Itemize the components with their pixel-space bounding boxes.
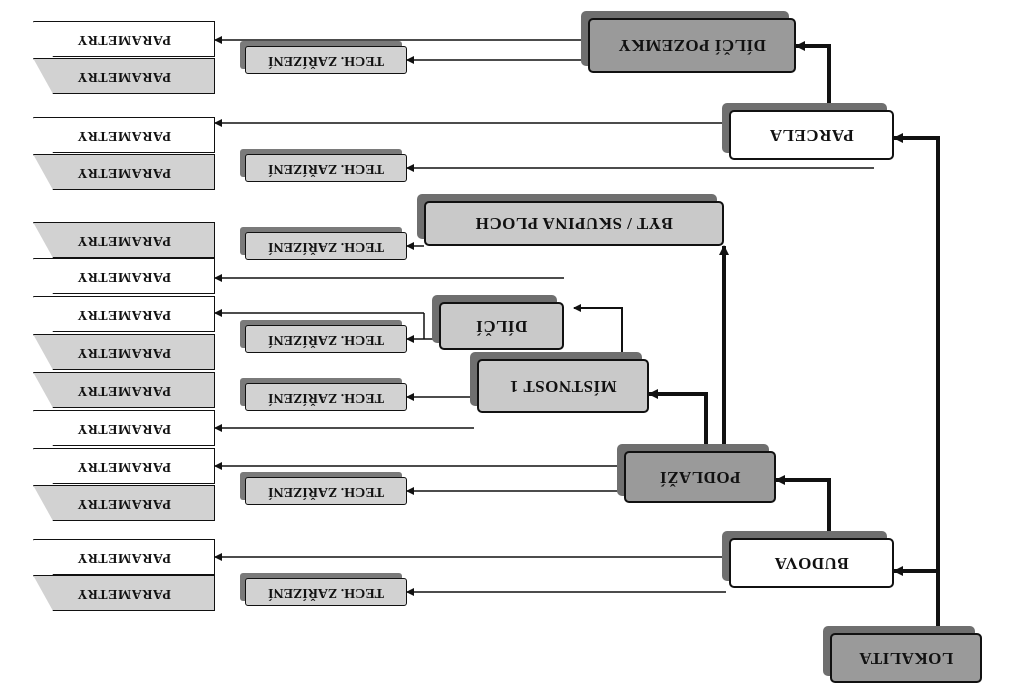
parametry-tab: PARAMETRY <box>33 21 215 57</box>
node-budova: BUDOVA <box>729 538 894 588</box>
tech-box-byt: TECH. ZAŘÍZENÍ <box>245 232 407 260</box>
parametry-tab: PARAMETRY <box>33 485 215 521</box>
node-parcela: PARCELA <box>729 110 894 160</box>
tech-box-dilci: TECH. ZAŘÍZENÍ <box>245 325 407 353</box>
parametry-tab: PARAMETRY <box>33 258 215 294</box>
parametry-tab: PARAMETRY <box>33 117 215 153</box>
node-podlazi: PODLAŽÍ <box>624 451 776 503</box>
tech-box-budova: TECH. ZAŘÍZENÍ <box>245 578 407 606</box>
parametry-tab: PARAMETRY <box>33 575 215 611</box>
tech-box-mistnost: TECH. ZAŘÍZENÍ <box>245 383 407 411</box>
node-mistnost: MÍSTNOST 1 <box>477 359 649 413</box>
parametry-tab: PARAMETRY <box>33 448 215 484</box>
node-dilci: DÍLČÍ <box>439 302 564 350</box>
parametry-tab: PARAMETRY <box>33 154 215 190</box>
node-dilci-pozemky: DÍLČÍ POZEMKY <box>588 18 796 73</box>
parametry-tab: PARAMETRY <box>33 58 215 94</box>
node-byt: BYT / SKUPINA PLOCH <box>424 201 724 246</box>
parametry-tab: PARAMETRY <box>33 539 215 575</box>
parametry-tab: PARAMETRY <box>33 222 215 258</box>
tech-box-parcela: TECH. ZAŘÍZENÍ <box>245 154 407 182</box>
parametry-tab: PARAMETRY <box>33 410 215 446</box>
node-lokalita: LOKALITA <box>830 633 982 683</box>
parametry-tab: PARAMETRY <box>33 372 215 408</box>
link-parcela-dilcipozemky <box>795 41 831 120</box>
link-budova-podlazi <box>775 475 831 553</box>
link-podlazi-mistnost <box>648 389 708 449</box>
tech-box-dilci-pozemky: TECH. ZAŘÍZENÍ <box>245 46 407 74</box>
link-lokalita-parcela <box>893 133 940 648</box>
parametry-tab: PARAMETRY <box>33 334 215 370</box>
link-mistnost-dilci <box>573 304 623 358</box>
parametry-tab: PARAMETRY <box>33 296 215 332</box>
tech-box-podlazi: TECH. ZAŘÍZENÍ <box>245 477 407 505</box>
